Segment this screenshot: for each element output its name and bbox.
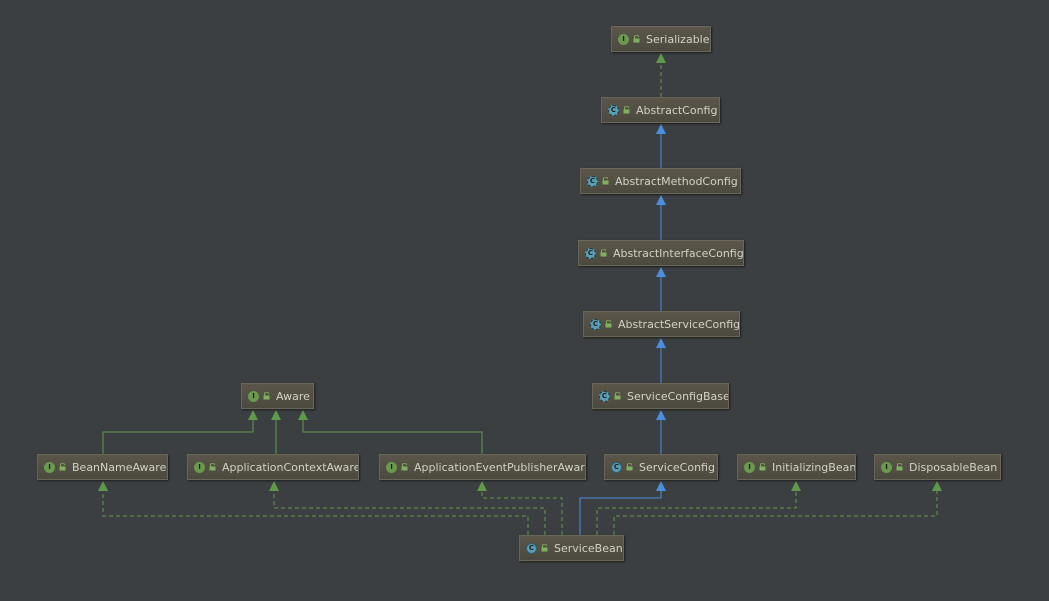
node-application-event-publisher-aware[interactable]: I ApplicationEventPublisherAware [379, 454, 586, 480]
node-bean-name-aware[interactable]: I BeanNameAware [37, 454, 168, 480]
abstract-class-icon: C [590, 318, 601, 330]
edge-implements-disposable-bean [613, 491, 938, 535]
node-abstract-interface-config[interactable]: C AbstractInterfaceConfig [578, 240, 744, 266]
node-label: BeanNameAware [72, 460, 167, 474]
node-serializable[interactable]: I Serializable [611, 26, 711, 52]
unlocked-icon [59, 463, 66, 471]
node-label: Serializable [646, 32, 710, 46]
edge-interface-extends [102, 420, 254, 454]
unlocked-icon [623, 106, 630, 114]
unlocked-icon [605, 320, 612, 328]
arrowhead [791, 481, 801, 491]
node-label: ServiceConfigBase [627, 389, 729, 403]
arrowhead [271, 410, 281, 420]
node-label: ServiceBean [554, 541, 623, 555]
unlocked-icon [602, 177, 609, 185]
node-label: ServiceConfig [639, 460, 715, 474]
interface-icon: I [744, 461, 755, 473]
node-label: DisposableBean [909, 460, 998, 474]
arrowhead [269, 481, 279, 491]
unlocked-icon [614, 392, 621, 400]
node-label: AbstractConfig [636, 103, 718, 117]
interface-icon: I [618, 33, 629, 45]
edge-implements-bean-name-aware [102, 491, 529, 535]
node-abstract-method-config[interactable]: C AbstractMethodConfig [580, 168, 741, 194]
unlocked-icon [600, 249, 607, 257]
arrowhead [656, 195, 666, 205]
interface-icon: I [881, 461, 892, 473]
interface-icon: I [248, 390, 259, 402]
node-label: Aware [276, 389, 310, 403]
node-label: InitializingBean [772, 460, 856, 474]
node-label: ApplicationContextAware [222, 460, 359, 474]
unlocked-icon [759, 463, 766, 471]
unlocked-icon [401, 463, 408, 471]
node-label: AbstractMethodConfig [615, 174, 738, 188]
interface-icon: I [194, 461, 205, 473]
edge-interface-extends [302, 420, 483, 454]
node-service-config-base[interactable]: C ServiceConfigBase [592, 383, 729, 409]
arrowhead [656, 53, 666, 63]
unlocked-icon [541, 544, 548, 552]
edge-implements-application-event-publisher-aware [481, 491, 563, 535]
unlocked-icon [263, 392, 270, 400]
node-service-config[interactable]: C ServiceConfig [604, 454, 718, 480]
node-initializing-bean[interactable]: I InitializingBean [737, 454, 856, 480]
arrowhead [656, 481, 666, 491]
node-abstract-service-config[interactable]: C AbstractServiceConfig [583, 311, 740, 337]
node-disposable-bean[interactable]: I DisposableBean [874, 454, 1001, 480]
node-label: AbstractServiceConfig [618, 317, 740, 331]
arrowhead [932, 481, 942, 491]
arrowhead [248, 410, 258, 420]
edge-implements-initializing-bean [596, 491, 797, 535]
edge-implements-application-context-aware [273, 491, 546, 535]
abstract-class-icon: C [587, 175, 598, 187]
arrowhead [656, 124, 666, 134]
node-abstract-config[interactable]: C AbstractConfig [601, 97, 720, 123]
unlocked-icon [633, 35, 640, 43]
node-application-context-aware[interactable]: I ApplicationContextAware [187, 454, 359, 480]
unlocked-icon [896, 463, 903, 471]
class-icon: C [526, 542, 537, 554]
abstract-class-icon: C [585, 247, 596, 259]
arrowhead [656, 267, 666, 277]
arrowhead [656, 410, 666, 420]
arrowhead [98, 481, 108, 491]
abstract-class-icon: C [608, 104, 619, 116]
node-aware[interactable]: I Aware [241, 383, 314, 409]
unlocked-icon [209, 463, 216, 471]
arrowhead [477, 481, 487, 491]
edge-extends-service-config [579, 491, 662, 535]
abstract-class-icon: C [599, 390, 610, 402]
arrowhead [298, 410, 308, 420]
interface-icon: I [386, 461, 397, 473]
arrowhead [656, 338, 666, 348]
node-label: ApplicationEventPublisherAware [414, 460, 586, 474]
node-service-bean[interactable]: C ServiceBean [519, 535, 624, 561]
node-label: AbstractInterfaceConfig [613, 246, 744, 260]
class-icon: C [611, 461, 622, 473]
unlocked-icon [626, 463, 633, 471]
interface-icon: I [44, 461, 55, 473]
